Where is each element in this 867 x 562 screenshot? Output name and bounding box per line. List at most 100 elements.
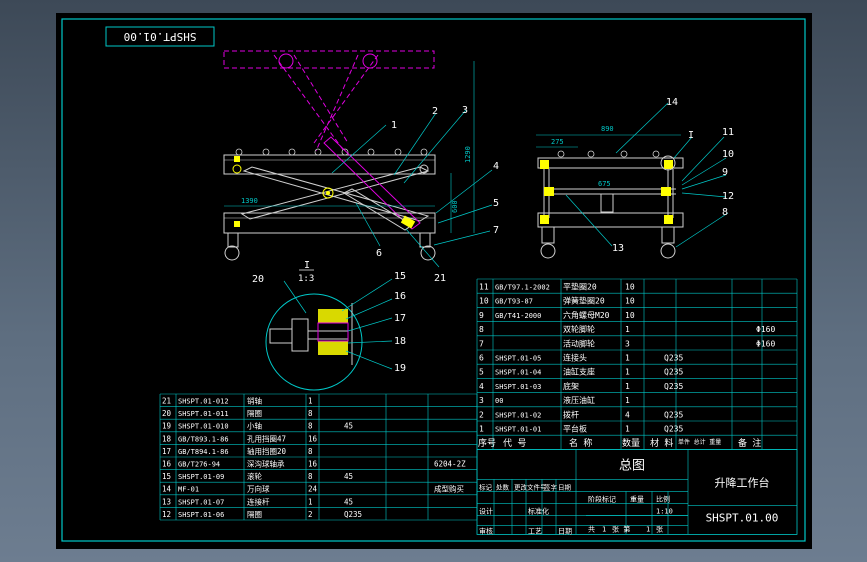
callout-17: 17 (394, 313, 406, 324)
hidden-scissor-arm (313, 54, 379, 144)
bom-left-code: GB/T893.1-86 (178, 435, 229, 443)
side-base (537, 212, 684, 228)
bom-right-code: SHSPT.01-02 (495, 411, 541, 419)
roller (232, 164, 242, 174)
bom-left-qty: 16 (308, 460, 318, 469)
bom-left-qty: 8 (308, 472, 313, 481)
bom-left-code: SHSPT.01-09 (178, 473, 224, 481)
side-casters (540, 226, 676, 259)
callout-4: 4 (493, 161, 499, 172)
callout-12: 12 (722, 191, 734, 202)
bom-right-no: 10 (479, 297, 489, 306)
standardization-label: 标准化 (528, 506, 549, 515)
bom-left-name: 隔圈 (247, 510, 262, 519)
bom-header-weight: 单件 总计 重量 (678, 438, 721, 446)
callout-15: 15 (394, 271, 406, 282)
stage-label: 阶段标记 (588, 494, 616, 503)
detail-scale: 1:3 (298, 274, 314, 284)
callout-21: 21 (434, 273, 446, 284)
bom-right-material: Q235 (664, 354, 683, 363)
side-bracket (544, 187, 554, 196)
bom-header-name: 名 称 (569, 437, 592, 449)
sheet-label-3: 张 (656, 524, 663, 533)
bom-left-no: 21 (162, 397, 171, 406)
bom-left-name: 万向球 (247, 484, 270, 494)
hydraulic-cylinder (323, 136, 421, 230)
bom-header-qty: 数量 (622, 437, 640, 449)
bom-right-name: 拨杆 (563, 409, 579, 419)
drawing-title: 总图 (619, 458, 645, 473)
side-inner-dim: 675 (598, 180, 611, 188)
bom-right-code: GB/T93-87 (495, 298, 533, 306)
bom-left-qty: 2 (308, 510, 313, 519)
bom-right-qty: 10 (625, 311, 635, 320)
front-casters (224, 232, 436, 261)
callout-8: 8 (722, 207, 728, 218)
bom-left-no: 12 (162, 510, 171, 519)
platform-bracket (234, 156, 240, 162)
bom-right-no: 11 (479, 283, 489, 292)
drawing-number: SHSPT.01.00 (706, 511, 779, 524)
roller (419, 164, 429, 174)
scissor-arm (240, 166, 430, 220)
bom-right-no: 9 (479, 311, 484, 320)
process-label: 工艺 (528, 527, 542, 535)
bom-right-material: Q235 (664, 425, 683, 434)
bom-left-name: 轴用挡圈20 (247, 446, 287, 456)
bom-left-qty: 8 (308, 422, 313, 431)
base-bracket (234, 221, 240, 227)
callout-10: 10 (722, 149, 734, 160)
date-label: 日期 (558, 527, 572, 535)
bom-left-material: 45 (344, 497, 353, 506)
bom-header-code: 代 号 (503, 438, 526, 449)
callout-9: 9 (722, 167, 728, 178)
bom-right-code: SHSPT.01-04 (495, 369, 541, 377)
bom-left-qty: 8 (308, 447, 313, 456)
cylinder-mount (400, 215, 416, 229)
bom-right-no: 3 (479, 396, 484, 405)
bom-right-code: 00 (495, 397, 503, 405)
side-platform (537, 157, 684, 169)
bom-header-material: 材 料 (650, 437, 673, 449)
bom-right-qty: 1 (625, 368, 630, 377)
bom-left-no: 20 (162, 409, 172, 418)
bom-left-qty: 24 (308, 485, 318, 494)
callout-6: 6 (376, 248, 382, 259)
bom-left-code: SHSPT.01-07 (178, 498, 224, 506)
revision-label: 日期 (558, 483, 572, 491)
bom-right-note: Φ160 (756, 339, 775, 348)
revision-label: 标记 (479, 482, 493, 491)
bom-left-no: 15 (162, 472, 171, 481)
bom-right-code: GB/T97.1-2002 (495, 284, 550, 292)
bom-left-no: 14 (162, 485, 172, 494)
border-frame (61, 18, 806, 542)
bom-left-name: 小轴 (247, 421, 262, 431)
callout-3: 3 (462, 105, 468, 116)
scissor-arm (242, 166, 430, 222)
roller-hub (317, 322, 349, 342)
front-height-dim: 1290 (464, 146, 472, 163)
detail-label: I (304, 260, 310, 271)
side-bracket (661, 187, 671, 196)
bom-left-code: SHSPT.01-011 (178, 410, 229, 418)
weight-label: 重量 (630, 495, 644, 503)
bom-right-no: 6 (479, 354, 484, 363)
bom-left-material: 45 (344, 422, 353, 431)
bom-header-no: 序号 (478, 437, 496, 449)
bom-left-qty: 1 (308, 497, 313, 506)
sheet-number: 1 (646, 525, 650, 533)
bom-right-qty: 10 (625, 297, 635, 306)
side-bracket (664, 160, 673, 169)
bom-right-code: SHSPT.01-05 (495, 355, 541, 363)
side-left-dim: 275 (551, 138, 564, 146)
cylinder-end (600, 193, 614, 213)
bom-left-qty: 16 (308, 434, 318, 443)
bom-right-material: Q235 (664, 382, 683, 391)
bom-right-qty: 1 (625, 396, 630, 405)
bom-left-name: 隔圈 (247, 409, 262, 418)
bom-left-code: SHSPT.01-012 (178, 398, 229, 406)
bom-left-code: GB/T276-94 (178, 461, 220, 469)
bom-right-no: 2 (479, 410, 484, 419)
bom-left-name: 孔用挡圈47 (247, 433, 286, 443)
callout-2: 2 (432, 106, 438, 117)
